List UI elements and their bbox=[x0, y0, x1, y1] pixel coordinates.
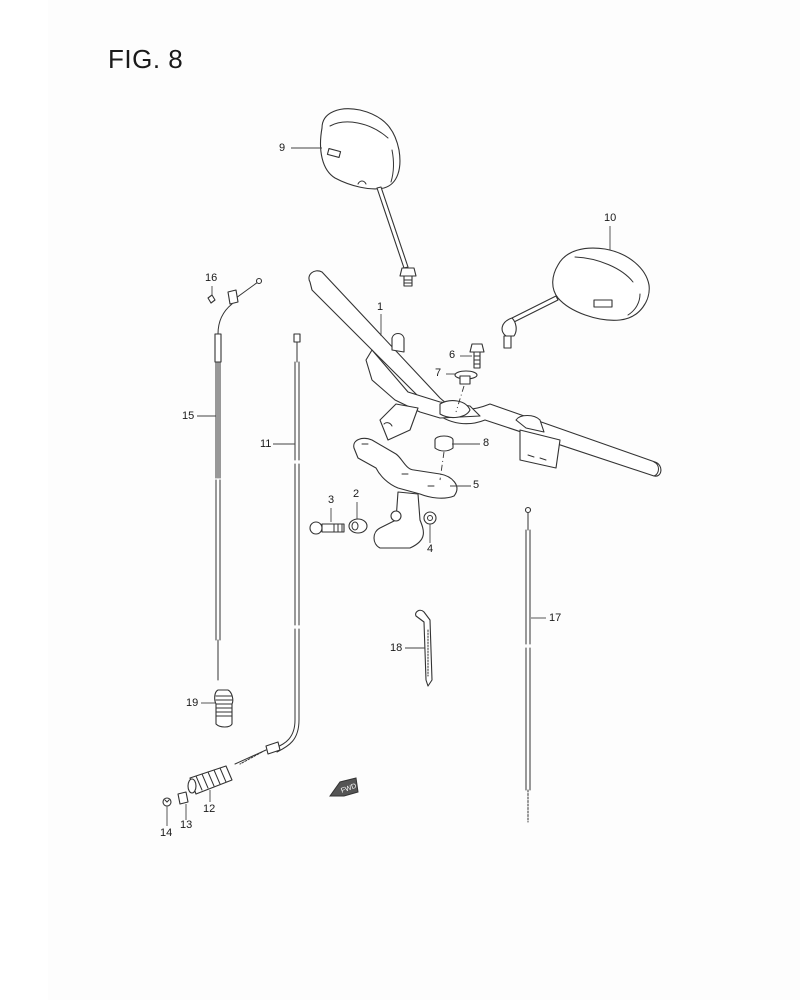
cable-boot-19-icon[interactable] bbox=[214, 689, 234, 728]
holder-bracket-icon[interactable] bbox=[365, 349, 481, 441]
mirror-9-icon[interactable] bbox=[319, 108, 417, 287]
cable-boot-12-icon[interactable] bbox=[187, 765, 233, 795]
diagram-sheet bbox=[48, 0, 800, 1000]
callout-10[interactable]: 10 bbox=[604, 212, 617, 224]
callout-16[interactable]: 16 bbox=[205, 272, 218, 284]
callout-12[interactable]: 12 bbox=[203, 803, 216, 815]
callout-3[interactable]: 3 bbox=[328, 494, 335, 506]
callout-4[interactable]: 4 bbox=[427, 543, 434, 555]
callout-15[interactable]: 15 bbox=[182, 410, 195, 422]
leader-lines bbox=[166, 147, 611, 826]
callout-14[interactable]: 14 bbox=[160, 827, 173, 839]
callout-13[interactable]: 13 bbox=[180, 819, 193, 831]
forward-arrow-icon: FWD bbox=[329, 777, 359, 797]
callout-18[interactable]: 18 bbox=[390, 642, 403, 654]
cable-17-icon[interactable] bbox=[524, 506, 532, 823]
bolt-6-icon[interactable] bbox=[469, 343, 485, 369]
handlebar-icon[interactable] bbox=[308, 270, 662, 477]
front-brake-cable-11-icon[interactable] bbox=[234, 333, 301, 765]
bolt-3-icon[interactable] bbox=[309, 521, 345, 535]
cushion-8-icon[interactable] bbox=[434, 435, 454, 452]
callout-11[interactable]: 11 bbox=[260, 438, 272, 450]
figure-title: FIG. 8 bbox=[108, 44, 184, 74]
callout-17[interactable]: 17 bbox=[549, 612, 562, 624]
spacer-2-icon[interactable] bbox=[348, 518, 368, 534]
callout-9[interactable]: 9 bbox=[279, 142, 286, 154]
callout-7[interactable]: 7 bbox=[435, 367, 442, 379]
pin-13-icon[interactable] bbox=[177, 791, 189, 805]
mirror-10-icon[interactable] bbox=[501, 247, 650, 349]
cable-clamp-18-icon[interactable] bbox=[415, 609, 433, 687]
callout-2[interactable]: 2 bbox=[353, 488, 360, 500]
callout-19[interactable]: 19 bbox=[186, 697, 199, 709]
screw-14-icon[interactable] bbox=[162, 797, 172, 807]
washer-7-icon[interactable] bbox=[454, 370, 478, 385]
callout-6[interactable]: 6 bbox=[449, 349, 456, 361]
handlebar-holder-5-icon[interactable] bbox=[353, 437, 458, 549]
callout-8[interactable]: 8 bbox=[483, 437, 490, 449]
nut-4-icon[interactable] bbox=[423, 511, 437, 525]
throttle-cable-15-icon[interactable] bbox=[207, 277, 263, 681]
callout-1[interactable]: 1 bbox=[377, 301, 384, 313]
callout-5[interactable]: 5 bbox=[473, 479, 480, 491]
